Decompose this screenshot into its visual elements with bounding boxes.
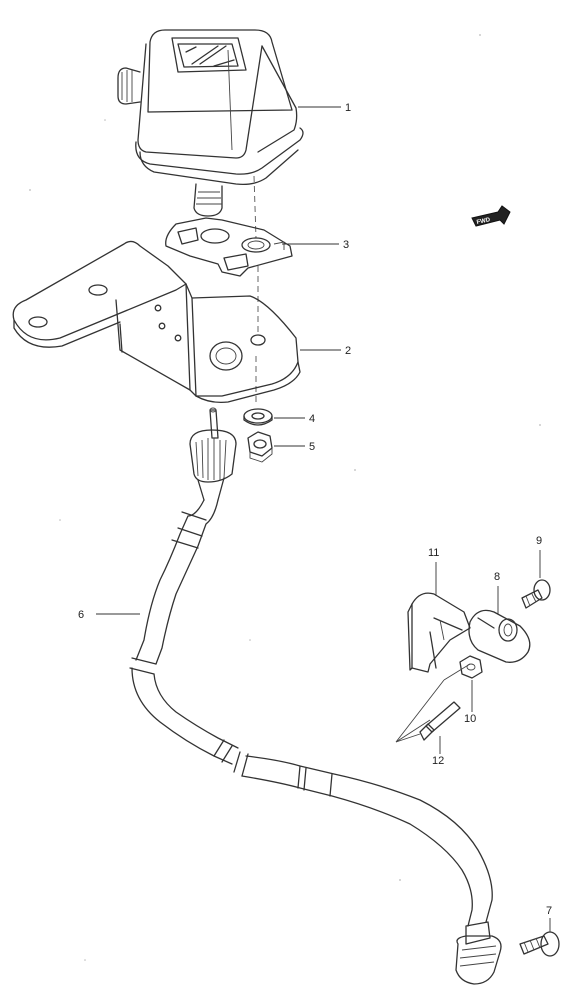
- meter-housing: [117, 29, 304, 217]
- bolt-lower: [519, 931, 560, 957]
- small-nut: [459, 655, 483, 679]
- callout-6: 6: [78, 609, 140, 621]
- callout-10: 10: [464, 680, 476, 725]
- pin-screw: [395, 663, 471, 743]
- hex-nut: [247, 431, 273, 463]
- cable-clamp: [468, 609, 531, 663]
- callout-2: 2: [300, 345, 351, 357]
- callout-8: 8: [494, 571, 500, 614]
- gasket-plate: [165, 217, 293, 277]
- callout-3-label: 3: [343, 239, 349, 251]
- fwd-arrow-badge: FWD: [471, 205, 511, 227]
- callout-5-label: 5: [309, 441, 315, 453]
- callout-11-label: 11: [428, 547, 439, 559]
- callout-9-label: 9: [536, 535, 542, 547]
- bolt-upper: [521, 579, 551, 609]
- callout-1-label: 1: [345, 102, 351, 114]
- callout-12-label: 12: [432, 755, 444, 767]
- callout-10-label: 10: [464, 713, 476, 725]
- small-bracket: [407, 592, 471, 673]
- callout-5: 5: [274, 441, 315, 453]
- callout-9: 9: [536, 535, 542, 578]
- callout-2-label: 2: [345, 345, 351, 357]
- fwd-badge-label: FWD: [476, 217, 491, 226]
- callout-3: 3: [282, 239, 349, 251]
- callout-7-label: 7: [546, 905, 552, 917]
- callout-4: 4: [274, 413, 315, 425]
- scan-specks: [29, 34, 541, 961]
- callout-7: 7: [546, 905, 552, 932]
- callout-11: 11: [428, 547, 439, 596]
- callout-1: 1: [298, 102, 351, 114]
- callout-4-label: 4: [309, 413, 315, 425]
- callout-8-label: 8: [494, 571, 500, 583]
- washer: [243, 408, 273, 426]
- callout-12: 12: [432, 736, 444, 767]
- axis-line-upper: [253, 175, 257, 239]
- mounting-bracket: [12, 240, 301, 404]
- speedometer-cable: [129, 407, 502, 985]
- callout-6-label: 6: [78, 609, 84, 621]
